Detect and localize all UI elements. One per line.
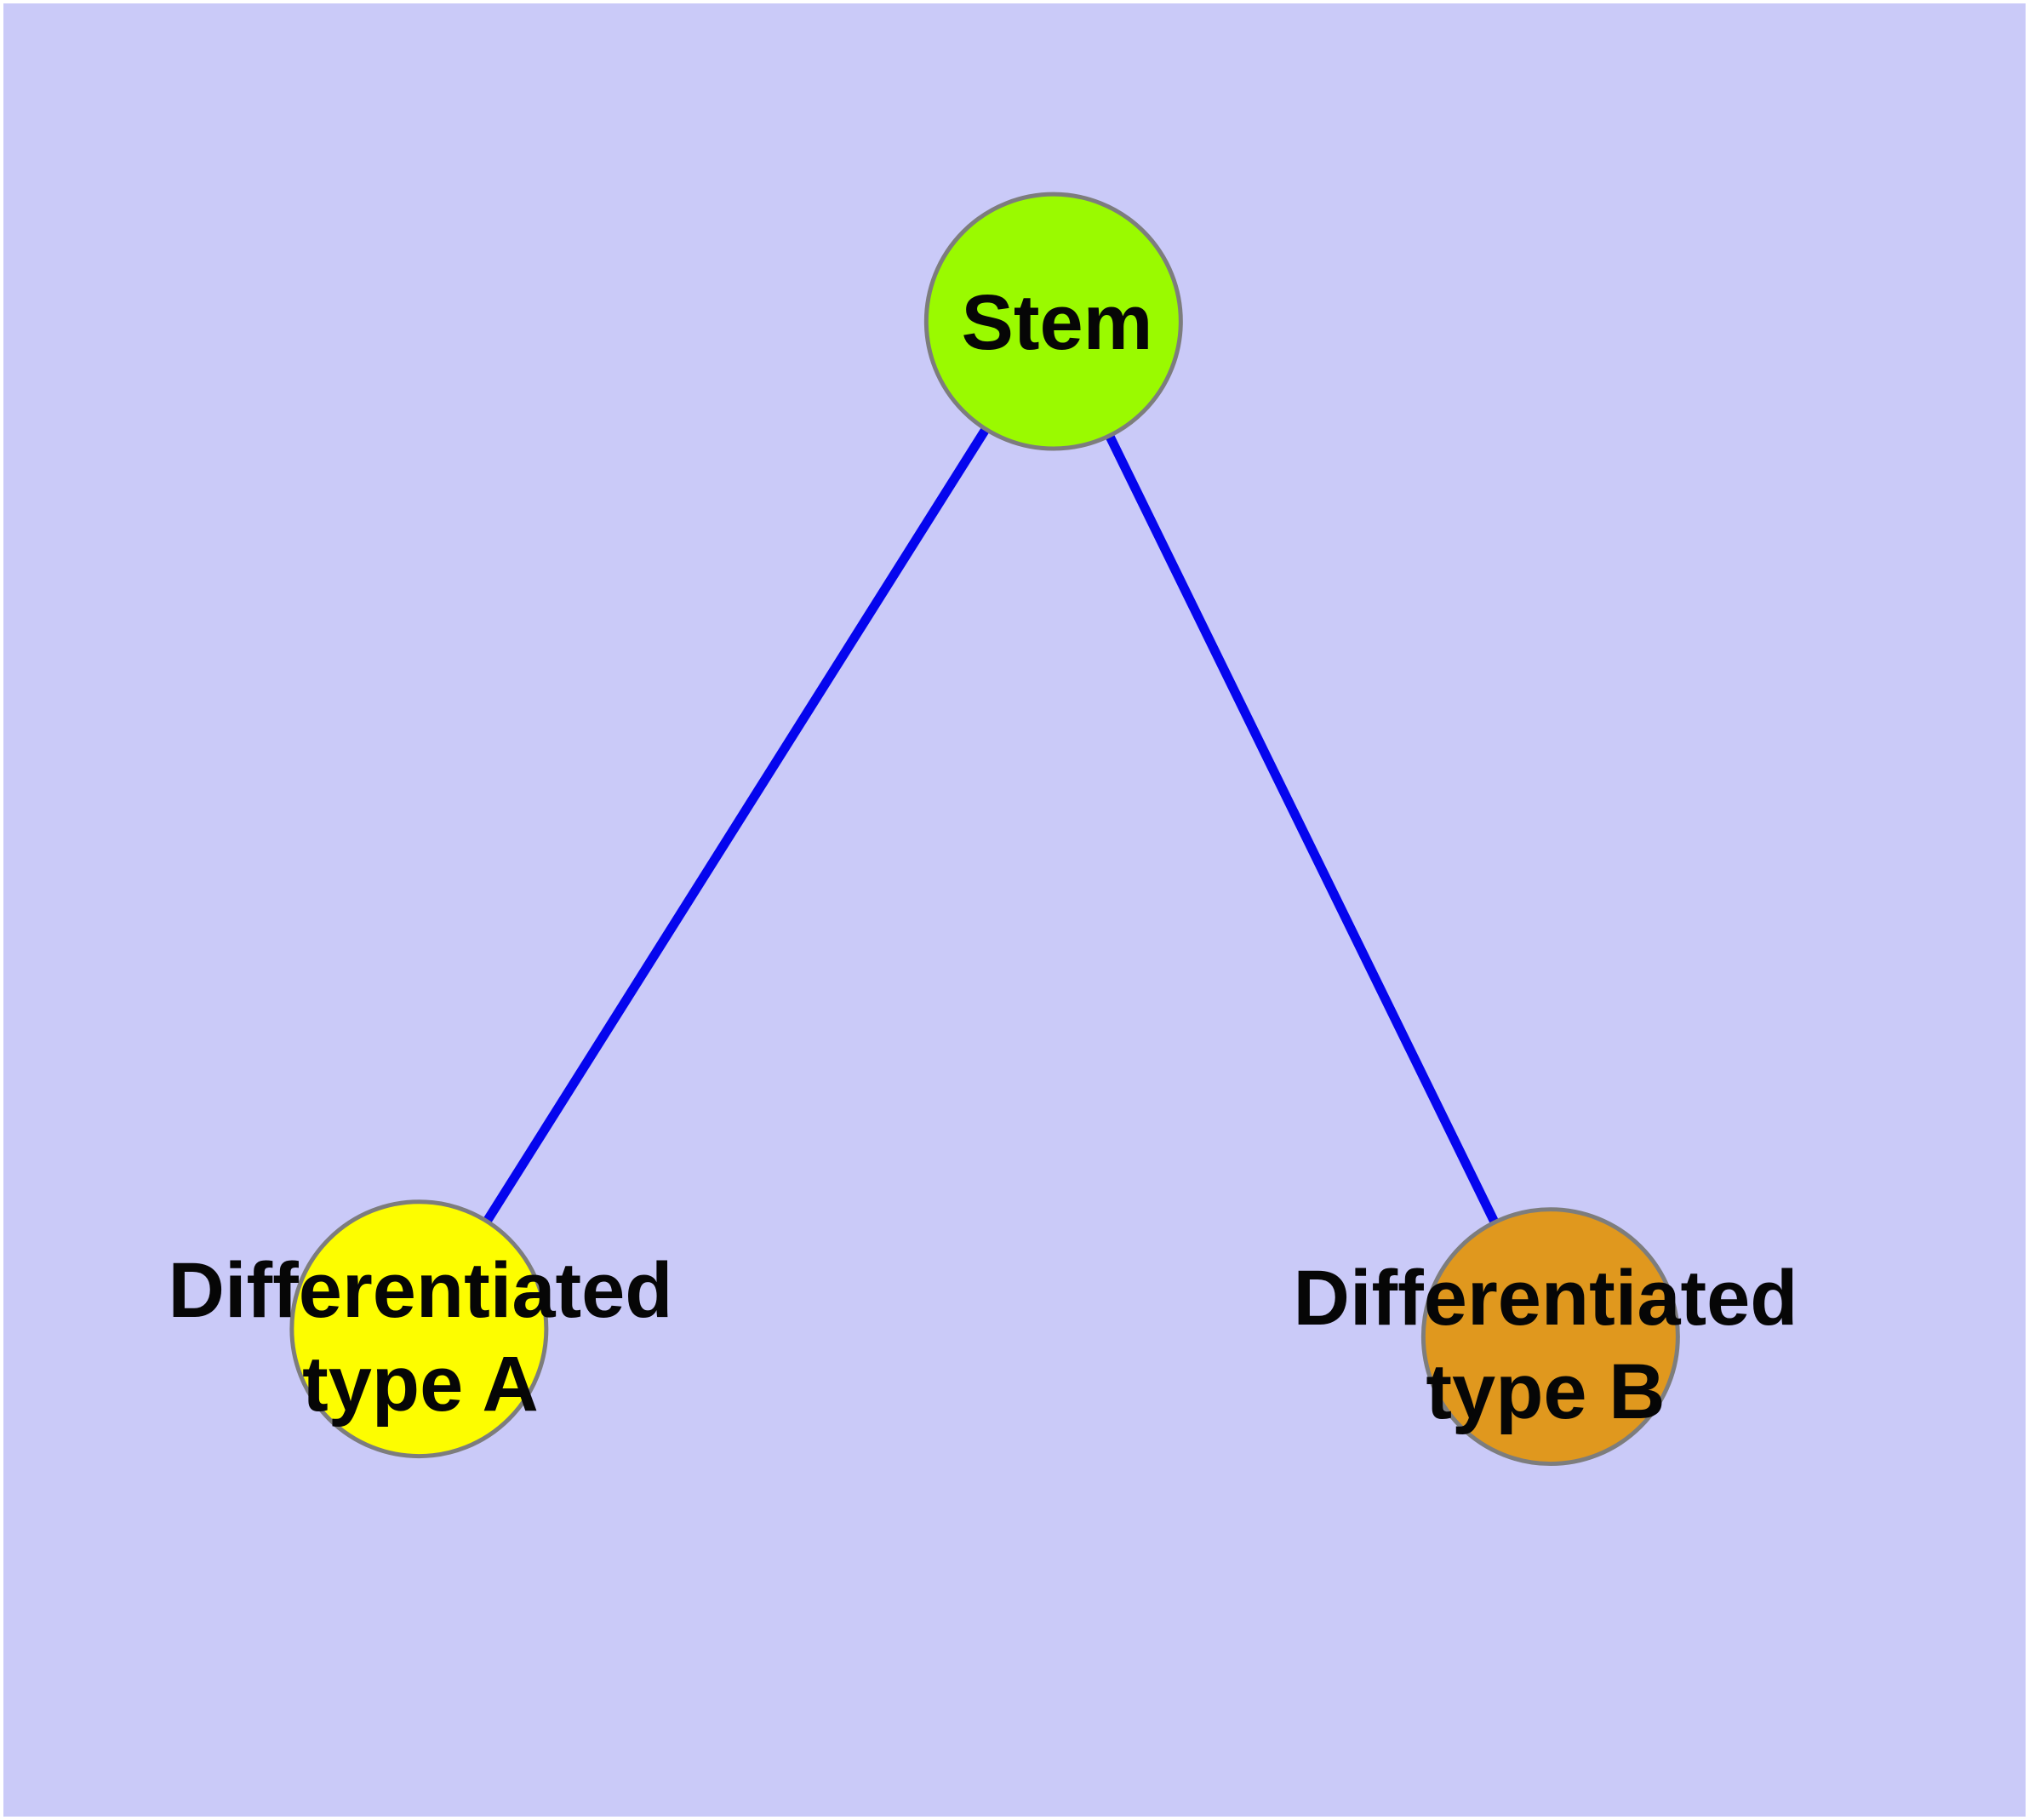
graph-drawing xyxy=(289,192,1680,1467)
type-b-node-label-line1: Differentiated xyxy=(1293,1255,1798,1342)
diagram-canvas: Stem Differentiated type A Differentiate… xyxy=(3,3,2026,1817)
type-a-node-label-line2: type A xyxy=(302,1341,539,1428)
type-a-node-label-line1: Differentiated xyxy=(168,1247,673,1334)
stem-node-label-text: Stem xyxy=(961,279,1153,366)
type-a-node-label: Differentiated type A xyxy=(169,1244,673,1431)
edge-stem-to-type-a xyxy=(414,318,1058,1332)
type-b-node-label-line2: type B xyxy=(1426,1348,1666,1435)
type-b-node-label: Differentiated type B xyxy=(1294,1251,1798,1439)
stem-node-label: Stem xyxy=(962,276,1153,369)
type-b-node-circle xyxy=(1420,1207,1680,1467)
edge-stem-to-type-b xyxy=(1049,319,1555,1339)
stem-node-circle xyxy=(923,192,1183,451)
type-a-node-circle xyxy=(289,1199,549,1459)
